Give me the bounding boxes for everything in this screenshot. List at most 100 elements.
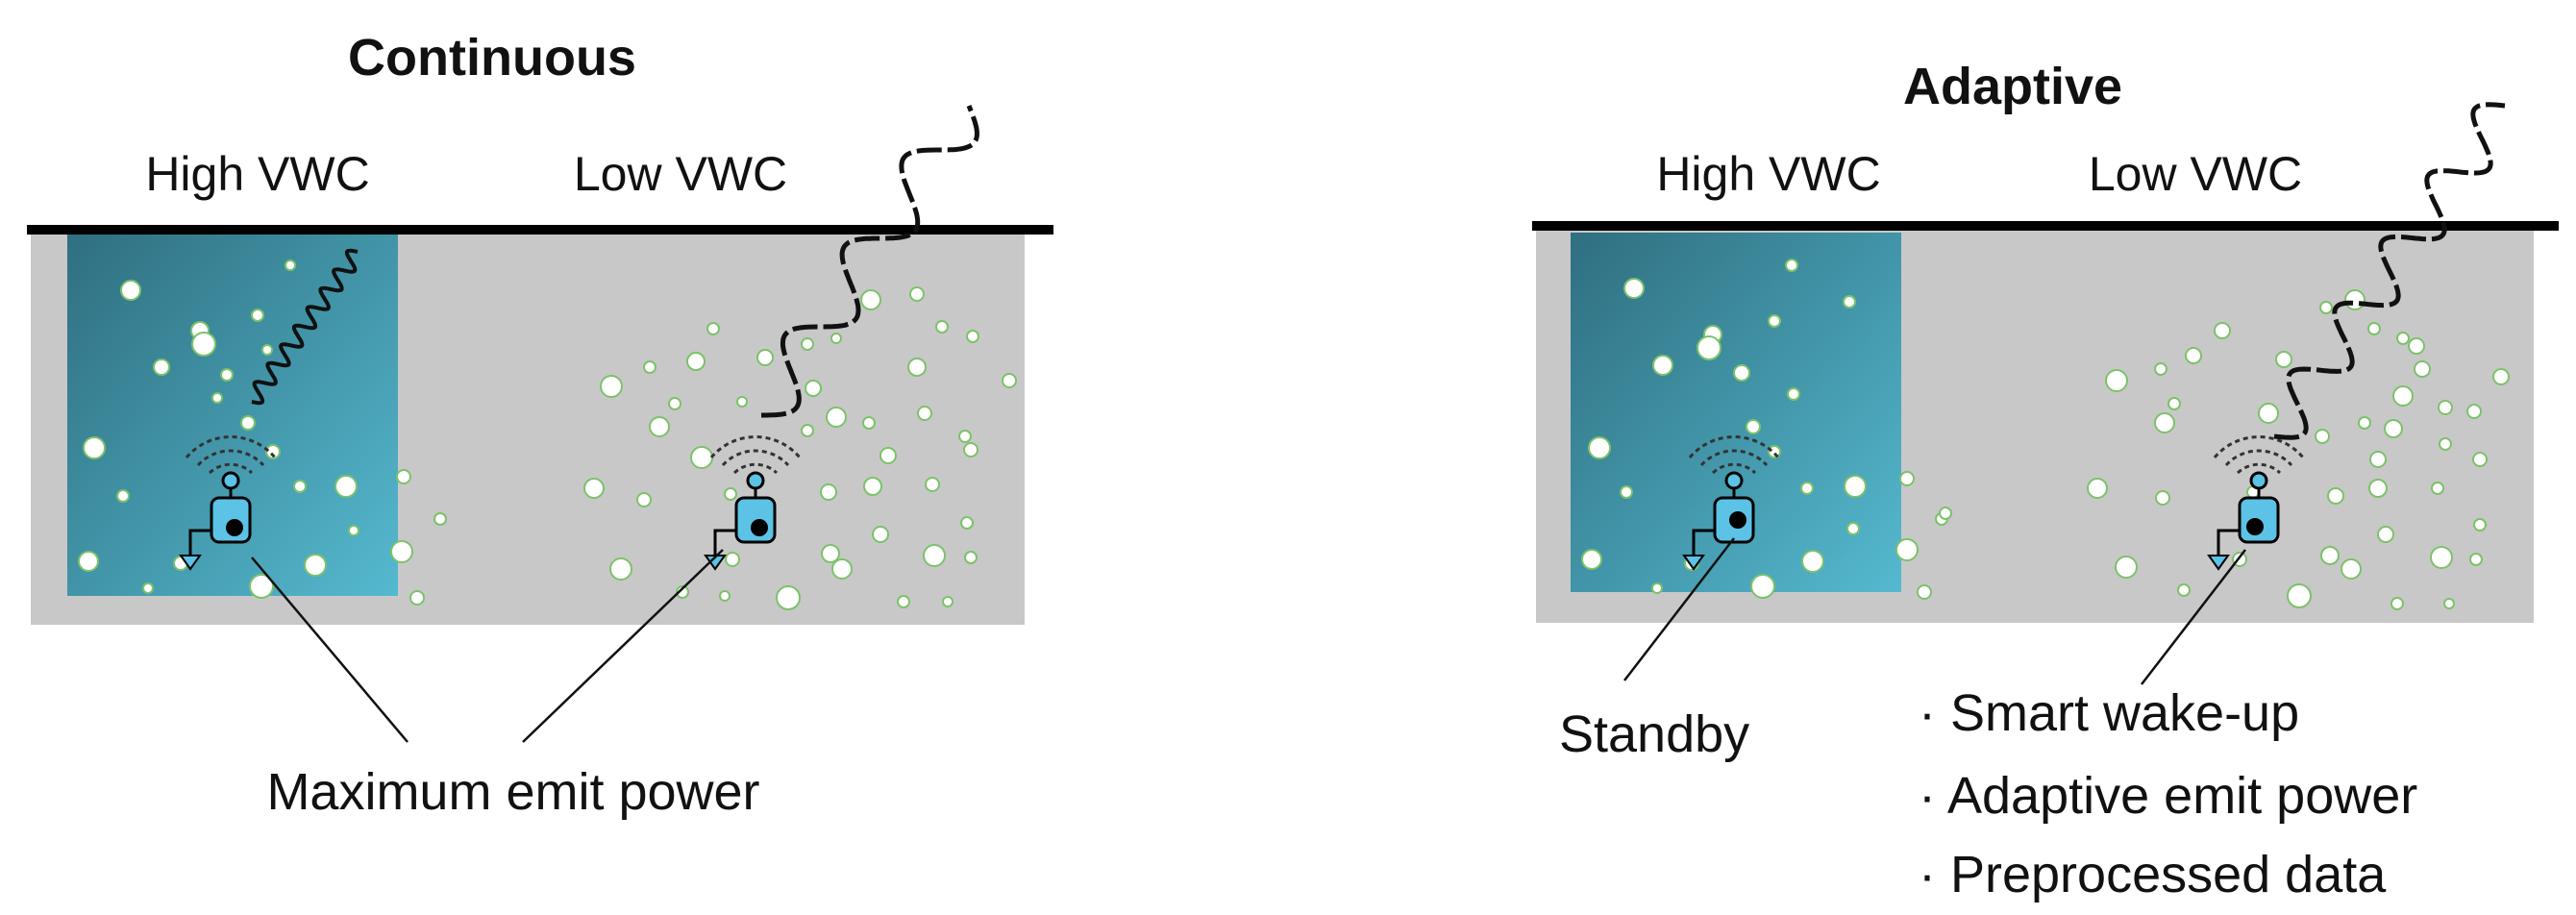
- pore-bubble: [153, 359, 170, 376]
- pore-bubble: [2358, 416, 2371, 430]
- pore-bubble: [2396, 332, 2410, 345]
- pore-bubble: [897, 595, 910, 608]
- callout-line: [522, 549, 724, 743]
- pore-bubble: [2105, 369, 2128, 392]
- pore-bubble: [1843, 295, 1856, 309]
- pore-bubble: [2154, 412, 2175, 433]
- callout-line: [2141, 549, 2246, 685]
- pore-bubble: [1746, 419, 1761, 434]
- pore-bubble: [2275, 351, 2292, 368]
- pore-bubble: [923, 544, 946, 567]
- radio-waves-icon: [1688, 435, 1780, 475]
- pore-bubble: [724, 487, 737, 501]
- pore-bubble: [251, 309, 264, 322]
- pore-bubble: [706, 322, 720, 335]
- pore-bubble: [2431, 482, 2444, 495]
- pore-bubble: [2390, 597, 2404, 610]
- pore-bubble: [942, 596, 954, 607]
- pore-bubble: [191, 332, 216, 357]
- pore-bubble: [2155, 490, 2170, 506]
- pore-bubble: [2319, 301, 2333, 314]
- pore-bubble: [756, 349, 774, 366]
- pore-bubble: [2443, 598, 2455, 609]
- zone-label-high: High VWC: [1656, 147, 1880, 201]
- pore-bubble: [862, 416, 876, 430]
- soil-sensor-icon: [2238, 496, 2280, 544]
- pore-bubble: [805, 380, 822, 397]
- pore-bubble: [1846, 522, 1860, 535]
- pore-bubble: [2087, 478, 2108, 499]
- pore-bubble: [1733, 364, 1750, 382]
- pore-bubble: [1787, 387, 1800, 401]
- sensor-low: [2207, 435, 2305, 571]
- antenna-icon: [746, 471, 765, 500]
- pore-bubble: [725, 552, 740, 567]
- pore-bubble: [966, 330, 979, 343]
- radio-waves-icon: [2213, 435, 2305, 475]
- pore-bubble: [409, 590, 425, 606]
- pore-bubble: [1620, 485, 1633, 499]
- sensor-high: [1682, 435, 1780, 571]
- pore-bubble: [396, 469, 411, 484]
- pore-bubble: [820, 483, 837, 501]
- pore-bubble: [879, 447, 897, 464]
- pore-bubble: [220, 368, 234, 382]
- pore-bubble: [925, 477, 940, 492]
- pore-bubble: [390, 540, 413, 563]
- pore-bubble: [2258, 403, 2279, 424]
- pore-bubble: [249, 574, 274, 599]
- pore-bubble: [1588, 436, 1611, 459]
- pore-bubble: [2368, 479, 2388, 498]
- pore-bubble: [860, 289, 881, 310]
- pore-bubble: [2430, 546, 2453, 569]
- pore-bubble: [872, 526, 889, 543]
- signal-wave-icon: [2273, 102, 2506, 440]
- pore-bubble: [1895, 538, 1919, 561]
- pore-bubble: [1623, 278, 1645, 299]
- pore-bubble: [240, 415, 256, 431]
- pore-bubble: [2185, 347, 2202, 364]
- pore-bubble: [909, 286, 925, 302]
- pore-bubble: [2367, 322, 2381, 335]
- pore-bubble: [1651, 582, 1663, 594]
- pore-bubble: [2369, 451, 2387, 468]
- pore-bubble: [649, 416, 670, 437]
- pore-bubble: [583, 478, 605, 499]
- callout-line: [251, 556, 409, 743]
- pore-bubble: [2287, 583, 2312, 608]
- pore-bubble: [120, 280, 141, 301]
- pore-bubble: [2320, 546, 2340, 565]
- pore-bubble: [2473, 518, 2487, 532]
- pore-bubble: [776, 585, 801, 610]
- pore-bubble: [1750, 574, 1775, 599]
- radio-waves-icon: [709, 435, 802, 475]
- pore-bubble: [1801, 550, 1824, 573]
- pore-bubble: [293, 480, 307, 493]
- pore-bubble: [2177, 583, 2191, 597]
- zone-label-high: High VWC: [145, 147, 369, 201]
- signal-wave-icon: [761, 105, 979, 418]
- pore-bubble: [935, 320, 949, 334]
- pore-bubble: [801, 337, 814, 351]
- pore-bubble: [2392, 385, 2414, 407]
- pore-bubble: [304, 554, 327, 577]
- pore-bubble: [2154, 362, 2167, 376]
- pore-bubble: [83, 436, 106, 459]
- pore-bubble: [116, 489, 130, 503]
- sensor-high: [179, 435, 277, 571]
- pore-bubble: [826, 407, 847, 428]
- pore-bubble: [2408, 337, 2425, 355]
- pore-bubble: [676, 585, 689, 599]
- pore-bubble: [1899, 471, 1915, 486]
- pore-bubble: [265, 444, 281, 459]
- pore-bubble: [2466, 404, 2482, 419]
- pore-bubble: [2384, 419, 2403, 438]
- ground-symbol-icon: [2207, 529, 2240, 571]
- pore-bubble: [1697, 335, 1721, 360]
- pore-bubble: [686, 352, 706, 371]
- pore-bubble: [1917, 584, 1932, 600]
- pore-bubble: [963, 442, 978, 458]
- pore-bubble: [863, 477, 882, 496]
- pore-bubble: [2439, 437, 2452, 451]
- antenna-icon: [1724, 471, 1744, 500]
